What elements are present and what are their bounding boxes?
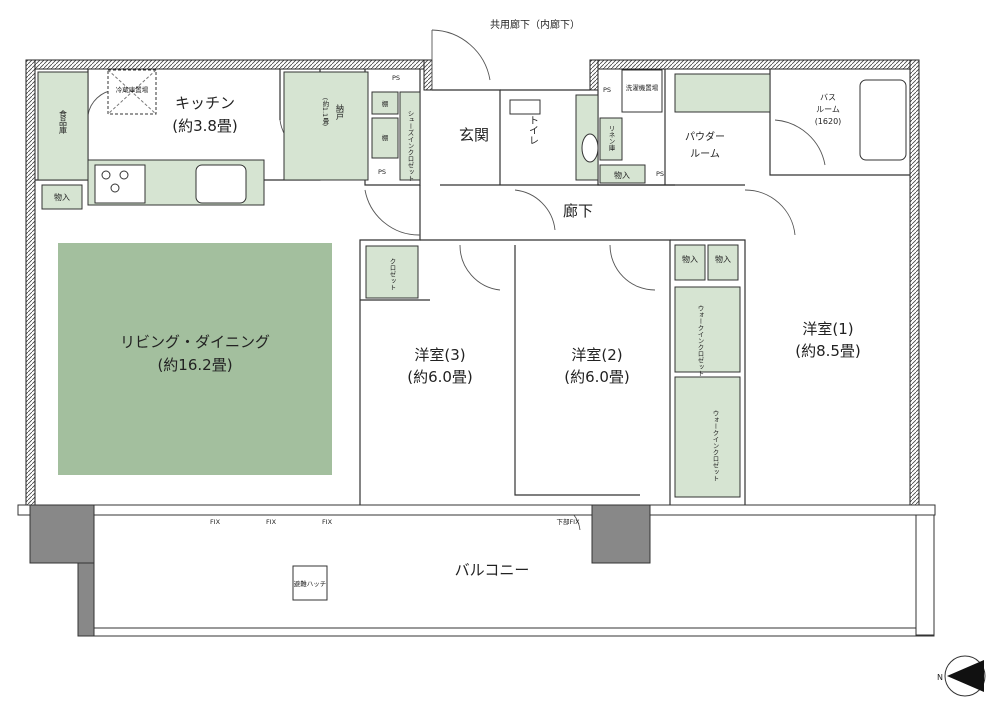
wic-1-zone (674, 286, 741, 373)
linen-label: リネン庫 (607, 125, 615, 152)
room1-storage-1-label: 物入 (682, 254, 698, 264)
sink (195, 164, 247, 204)
room1-storage-2-label: 物入 (715, 254, 731, 264)
corridor-label: 共用廊下（内廊下） (490, 18, 580, 31)
shoes-closet-zone (399, 91, 421, 181)
shelf-2-label: 棚 (382, 133, 389, 142)
room3-size: (約6.0畳) (407, 368, 473, 386)
living-size: (約16.2畳) (157, 356, 232, 374)
toilet-seat (581, 133, 599, 163)
hatch-label: 避難ハッチ (294, 579, 327, 588)
pantry-zone (37, 71, 89, 181)
nando-name: 納戸 (336, 103, 345, 121)
room1-name: 洋室(1) (802, 320, 853, 338)
fix-label-1: FIX (210, 518, 221, 526)
column-left (29, 504, 95, 564)
hallway-label: 廊下 (563, 202, 593, 220)
fix-label-3: FIX (322, 518, 333, 526)
burner-2 (119, 170, 129, 180)
shelf-2-zone (371, 117, 399, 159)
column-left-post (77, 562, 95, 637)
bath-line1: バス (820, 93, 836, 102)
powder-line1: パウダー (685, 130, 725, 143)
balcony-rail (77, 627, 935, 637)
wic-2-label: ウォークインクロゼット (711, 410, 719, 482)
kitchen-storage-zone (41, 184, 83, 210)
shelf-1-label: 棚 (382, 99, 389, 108)
hatch-box (292, 565, 328, 601)
shelf-1-zone (371, 91, 399, 115)
powder-line2: ルーム (690, 148, 720, 160)
room1-storage-2-zone (707, 244, 739, 281)
powder-storage-label: 物入 (614, 170, 630, 180)
linen-zone (599, 117, 623, 161)
ps-4-label: PS (656, 170, 664, 178)
kitchen-name: キッチン (175, 94, 235, 112)
burner-3 (110, 183, 120, 193)
room2-size: (約6.0畳) (564, 368, 630, 386)
room3-closet-label: クロゼット (388, 258, 396, 291)
balcony-structure (17, 504, 936, 637)
living-dining-zone (58, 243, 332, 475)
room1-storage-1-zone (674, 244, 706, 281)
window-line (17, 504, 936, 516)
ps-3-label: PS (603, 86, 611, 94)
kitchen-size: (約3.8畳) (172, 117, 238, 135)
column-center (591, 504, 651, 564)
kitchen-storage-label: 物入 (54, 192, 70, 202)
room3-name: 洋室(3) (414, 346, 465, 364)
powder-counter-zone (674, 73, 771, 113)
room1-size: (約8.5畳) (795, 342, 861, 360)
stove-area (94, 164, 146, 204)
compass-icon (944, 655, 986, 697)
bathtub (859, 79, 907, 161)
room3-closet-zone (365, 245, 419, 299)
bath-line2: ルーム (816, 105, 840, 114)
burner-1 (101, 170, 111, 180)
storage-zones (37, 69, 907, 498)
room2-name: 洋室(2) (571, 346, 622, 364)
pantry-label: 食品庫 (59, 109, 68, 135)
nando-zone (283, 71, 369, 181)
ps-1-label: PS (392, 74, 400, 82)
wic-1-label: ウォークインクロゼット (696, 305, 704, 377)
laundry-zone (621, 69, 663, 113)
balcony-label: バルコニー (455, 561, 530, 579)
laundry-label: 洗濯機置場 (626, 83, 659, 92)
fix-label-2: FIX (266, 518, 277, 526)
toilet-bowl (509, 99, 541, 115)
lower-fix-label: 下部FIX (556, 517, 580, 526)
fridge-cross (107, 69, 157, 115)
fridge-label: 冷蔵庫置場 (116, 85, 149, 94)
balcony-end (915, 514, 935, 636)
entrance-label: 玄関 (459, 126, 489, 144)
nando-size: (約1.1畳) (321, 98, 329, 126)
north-label: N (937, 673, 943, 682)
toilet-label: トイレ (527, 115, 539, 145)
living-name: リビング・ダイニング (120, 333, 270, 351)
ps-2-label: PS (378, 168, 386, 176)
wic-2-zone (674, 376, 741, 498)
bath-size: (1620) (815, 117, 842, 126)
powder-storage-zone (599, 164, 646, 184)
shoes-closet-label: シューズインクロゼット (406, 110, 414, 182)
